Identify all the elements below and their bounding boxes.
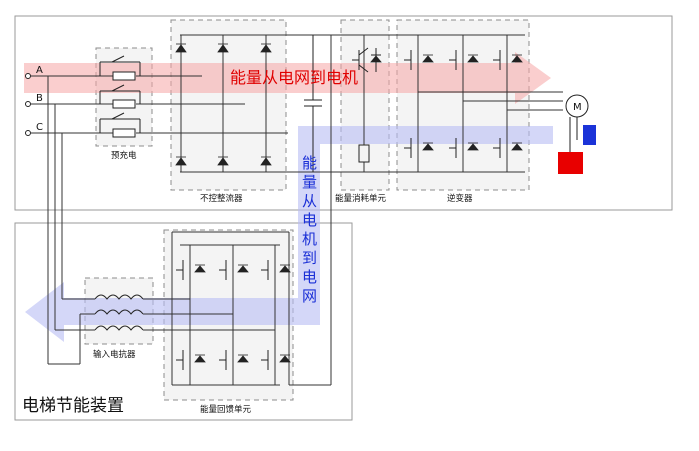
drive-frame (14, 15, 673, 211)
braking-unit (352, 35, 382, 172)
blue-indicator (583, 125, 596, 145)
red-indicator (558, 152, 583, 174)
inverter-bridge (404, 35, 563, 172)
device-title: 电梯节能装置 (22, 396, 124, 416)
inverter-label: 逆变器 (447, 193, 473, 204)
motor-to-grid-char-6: 到 (302, 249, 317, 267)
braking-unit-box (340, 19, 390, 191)
motor-to-grid-char-5: 机 (302, 230, 317, 248)
energy-saver-frame (14, 222, 353, 421)
input-reactor-coils (94, 294, 144, 331)
motor-to-grid-char-4: 电 (302, 211, 317, 229)
motor-to-grid-char-1: 能 (302, 154, 317, 172)
dc-bus (282, 34, 525, 173)
motor-label: M (573, 102, 582, 113)
motor (565, 94, 589, 140)
precharge-label: 预充电 (111, 150, 137, 161)
input-reactor-label: 输入电抗器 (93, 349, 136, 360)
motor-to-grid-char-3: 从 (302, 192, 317, 210)
phase-a-label: A (36, 65, 43, 76)
phase-c-label: C (36, 122, 43, 133)
forward-energy-arrow (24, 52, 551, 104)
braking-unit-label: 能量消耗单元 (335, 193, 387, 204)
motor-to-grid-label: 能 量 从 电 机 到 电 网 (302, 154, 317, 305)
precharge-switches (99, 55, 141, 138)
rectifier-bridge (175, 34, 288, 173)
regen-unit-label: 能量回馈单元 (200, 404, 252, 415)
motor-to-grid-char-7: 电 (302, 268, 317, 286)
grid-to-motor-label: 能量从电网到电机 (230, 68, 358, 87)
phase-b-label: B (36, 93, 43, 104)
motor-to-grid-char-8: 网 (302, 287, 317, 305)
regen-bridge (176, 244, 291, 386)
dc-capacitor (304, 35, 322, 172)
reactor-to-regen-wires (143, 298, 275, 331)
motor-to-grid-char-2: 量 (302, 173, 317, 191)
regen-dc-link (171, 35, 332, 386)
rectifier-label: 不控整流器 (200, 193, 243, 204)
